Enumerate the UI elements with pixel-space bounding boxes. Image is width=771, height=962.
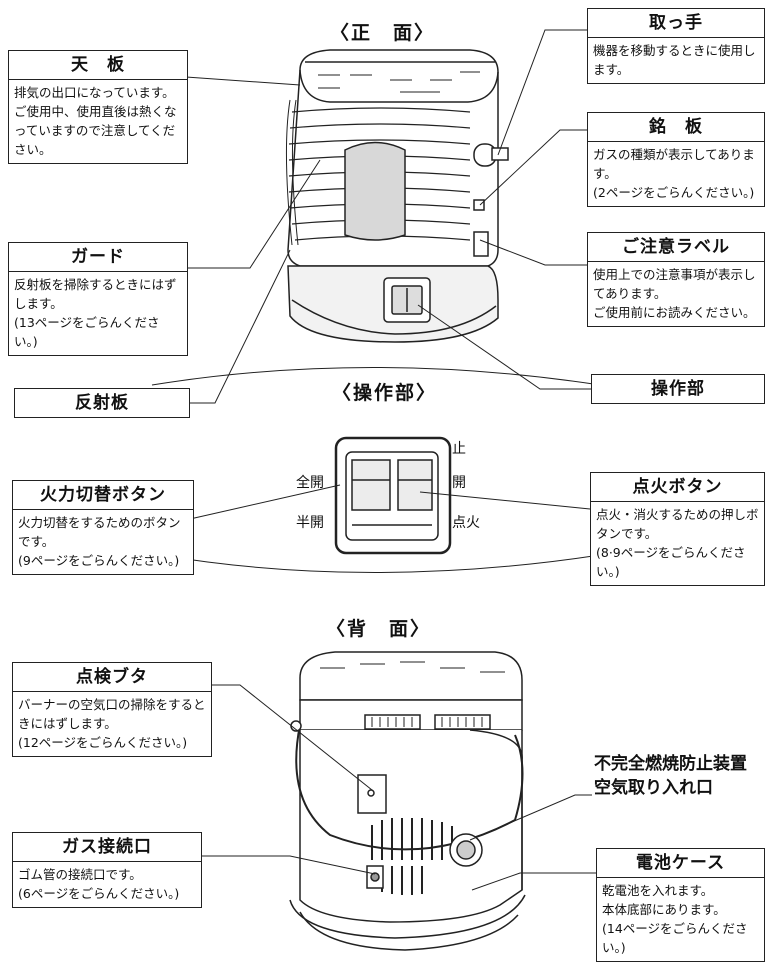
- callout-text: 火力切替をするためのボタンです。: [18, 515, 181, 549]
- callout-caution-label: ご注意ラベル 使用上での注意事項が表示してあります。 ご使用前にお読みください。: [587, 232, 765, 327]
- callout-text: 排気の出口になっています。: [14, 85, 175, 100]
- position-ignite: 点火: [452, 515, 480, 531]
- position-open: 開: [452, 475, 466, 491]
- callout-battery-case: 電池ケース 乾電池を入れます。 本体底部にあります。 (14ページをごらんくださ…: [596, 848, 765, 962]
- position-full: 全開: [296, 475, 324, 491]
- callout-text: ご使用中、使用直後は熱くなっていますので注意してください。: [14, 104, 177, 157]
- callout-title: 点検ブタ: [13, 663, 211, 692]
- callout-text: (6ページをごらんください。): [18, 886, 180, 901]
- callout-title: 銘 板: [588, 113, 764, 142]
- callout-text: 乾電池を入れます。: [602, 883, 714, 898]
- front-view-heading: 〈正 面〉: [330, 22, 436, 44]
- callout-text: ガスの種類が表示してあります。: [593, 147, 755, 181]
- callout-title: 天 板: [9, 51, 187, 80]
- back-view-heading: 〈背 面〉: [326, 618, 432, 640]
- callout-text: (12ページをごらんください。): [18, 735, 188, 750]
- callout-combustion-intake: 不完全燃焼防止装置 空気取り入れ口: [594, 752, 747, 800]
- operation-panel-illustration: [151, 367, 601, 573]
- callout-title: 点火ボタン: [591, 473, 764, 502]
- callout-text: バーナーの空気口の掃除をするときにはずします。: [18, 697, 206, 731]
- callout-gas-inlet: ガス接続口 ゴム管の接続口です。 (6ページをごらんください。): [12, 832, 202, 908]
- callout-text: 本体底部にあります。: [602, 902, 726, 917]
- callout-title: 火力切替ボタン: [13, 481, 193, 510]
- position-half: 半開: [296, 515, 324, 531]
- callout-inspection-cover: 点検ブタ バーナーの空気口の掃除をするときにはずします。 (12ページをごらんく…: [12, 662, 212, 757]
- front-heater-illustration: [285, 49, 509, 343]
- callout-title: 電池ケース: [597, 849, 764, 878]
- callout-text: ご使用前にお読みください。: [593, 305, 756, 320]
- callout-text: (2ページをごらんください。): [593, 185, 755, 200]
- callout-text: 反射板を掃除するときにはずします。: [14, 277, 177, 311]
- back-heater-illustration: [289, 651, 526, 951]
- callout-text: (14ページをごらんください。): [602, 921, 748, 955]
- callout-title: ガード: [9, 243, 187, 272]
- callout-text: (9ページをごらんください。): [18, 553, 180, 568]
- callout-title: ガス接続口: [13, 833, 201, 862]
- position-stop: 止: [452, 441, 466, 457]
- callout-text: (8·9ページをごらんください。): [596, 545, 746, 579]
- callout-reflector: 反射板: [14, 388, 190, 418]
- callout-ignition-button: 点火ボタン 点火・消火するための押しボタンです。 (8·9ページをごらんください…: [590, 472, 765, 586]
- callout-operation-panel: 操作部: [591, 374, 765, 404]
- callout-guard: ガード 反射板を掃除するときにはずします。 (13ページをごらんください。): [8, 242, 188, 356]
- callout-handle: 取っ手 機器を移動するときに使用します。: [587, 8, 765, 84]
- callout-title: 不完全燃焼防止装置: [594, 754, 747, 774]
- callout-text: 点火・消火するための押しボタンです。: [596, 507, 759, 541]
- callout-top-plate: 天 板 排気の出口になっています。 ご使用中、使用直後は熱くなっていますので注意…: [8, 50, 188, 164]
- operation-panel-heading: 〈操作部〉: [332, 382, 438, 404]
- callout-text: (13ページをごらんください。): [14, 315, 160, 349]
- callout-title: ご注意ラベル: [588, 233, 764, 262]
- callout-title: 空気取り入れ口: [594, 778, 713, 798]
- callout-text: 使用上での注意事項が表示してあります。: [593, 267, 756, 301]
- callout-text: 機器を移動するときに使用します。: [593, 43, 756, 77]
- callout-fire-switch: 火力切替ボタン 火力切替をするためのボタンです。 (9ページをごらんください。): [12, 480, 194, 575]
- callout-text: ゴム管の接続口です。: [18, 867, 142, 882]
- callout-title: 取っ手: [588, 9, 764, 38]
- callout-nameplate: 銘 板 ガスの種類が表示してあります。 (2ページをごらんください。): [587, 112, 765, 207]
